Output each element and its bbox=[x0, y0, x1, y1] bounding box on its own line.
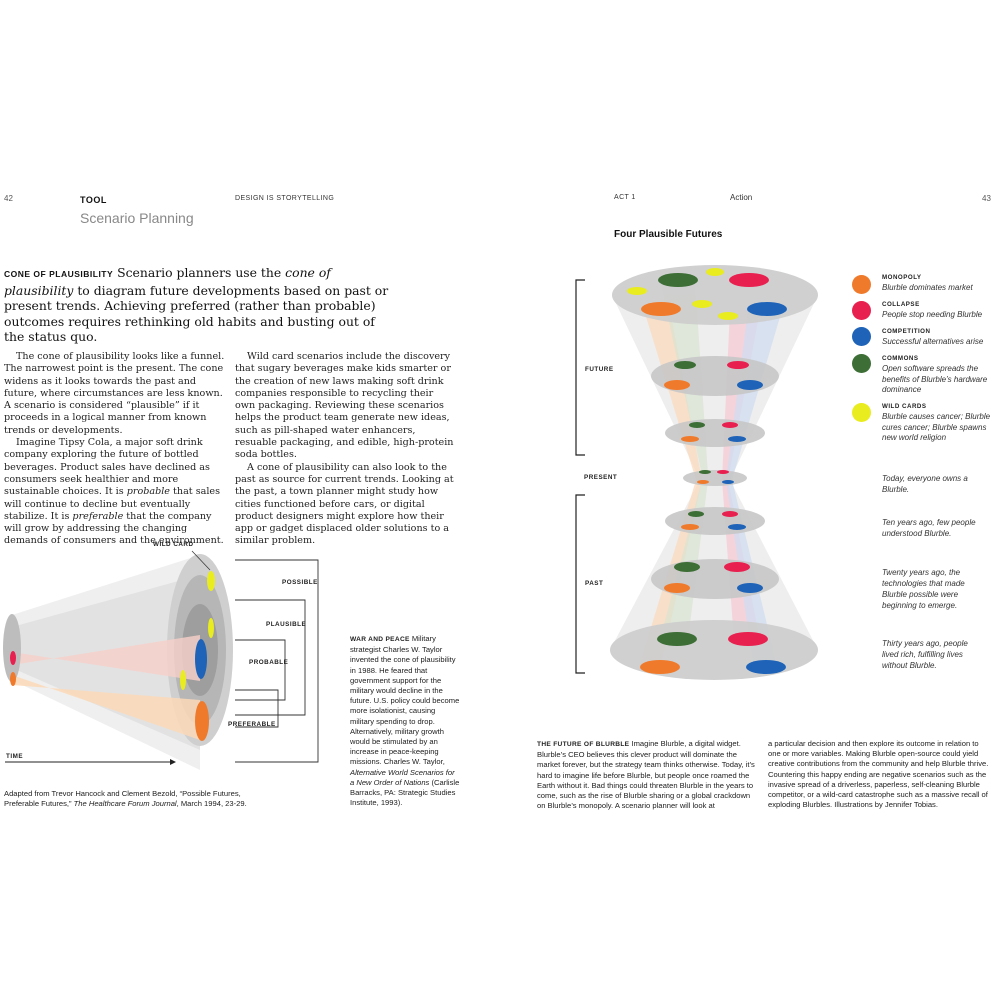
plausible-dot bbox=[208, 618, 214, 638]
note-twenty-years: Twenty years ago, the technologies that … bbox=[882, 568, 965, 610]
plausible-label: PLAUSIBLE bbox=[266, 621, 307, 628]
act-label: ACT 1 bbox=[614, 194, 636, 201]
body-column-2: Wild card scenarios include the discover… bbox=[235, 351, 455, 548]
legend-monopoly-title: MONOPOLY bbox=[882, 274, 922, 281]
legend-commons-desc: Open software spreads the benefits of Bl… bbox=[882, 364, 988, 394]
preferable-dot bbox=[195, 701, 209, 741]
legend-collapse-title: COLLAPSE bbox=[882, 301, 920, 308]
preferable-label: PREFERABLE bbox=[228, 721, 276, 728]
possible-label: POSSIBLE bbox=[282, 579, 318, 586]
war-and-peace-sidebar: WAR AND PEACE Military strategist Charle… bbox=[350, 634, 460, 808]
col2-paragraph-2: A cone of plausibility can also look to … bbox=[235, 461, 454, 547]
probable-label: PROBABLE bbox=[249, 659, 289, 666]
col1-paragraph-1: The cone of plausibility looks like a fu… bbox=[4, 351, 225, 436]
commons-swatch bbox=[852, 354, 871, 373]
running-head: DESIGN IS STORYTELLING bbox=[235, 195, 335, 202]
wild-card-label: WILD CARD bbox=[153, 541, 194, 548]
legend-competition-desc: Successful alternatives arise bbox=[882, 337, 984, 346]
plausible-dot-2 bbox=[180, 670, 186, 690]
lead-smallcaps: cone of plausibility bbox=[4, 269, 114, 279]
time-label: TIME bbox=[6, 753, 24, 760]
note-thirty-years: Thirty years ago, people lived rich, ful… bbox=[882, 639, 968, 670]
apex-orange-dot bbox=[10, 672, 16, 686]
probable-dot bbox=[195, 639, 207, 679]
present-label: PRESENT bbox=[584, 474, 618, 481]
legend-collapse-desc: People stop needing Blurble bbox=[882, 310, 983, 319]
legend: MONOPOLY Blurble dominates market COLLAP… bbox=[850, 272, 995, 452]
monopoly-swatch bbox=[852, 275, 871, 294]
lead-em: cone of plausibility bbox=[4, 265, 331, 298]
source-credit: Adapted from Trevor Hancock and Clement … bbox=[4, 789, 247, 809]
preferable-beam bbox=[12, 675, 200, 740]
col2-paragraph-1: Wild card scenarios include the discover… bbox=[235, 351, 454, 461]
legend-wild-cards-title: WILD CARDS bbox=[882, 403, 927, 410]
left-folio: 42 bbox=[4, 194, 13, 203]
blurble-caption-col2: a particular decision and then explore i… bbox=[768, 739, 989, 810]
probable-beam bbox=[12, 635, 200, 681]
future-bracket-label: FUTURE bbox=[585, 366, 614, 373]
legend-commons-title: COMMONS bbox=[882, 355, 919, 362]
figure-title: Four Plausible Futures bbox=[614, 229, 723, 240]
note-ten-years: Ten years ago, few people understood Blu… bbox=[882, 518, 976, 538]
blurble-caption-col1: THE FUTURE OF BLURBLE Imagine Blurble, a… bbox=[537, 739, 755, 811]
competition-swatch bbox=[852, 327, 871, 346]
collapse-swatch bbox=[852, 301, 871, 320]
lead-text-2: to diagram future developments based on … bbox=[4, 282, 389, 345]
legend-monopoly-desc: Blurble dominates market bbox=[882, 283, 973, 292]
lead-paragraph: cone of plausibility Scenario planners u… bbox=[4, 265, 396, 345]
body-column-1: The cone of plausibility looks like a fu… bbox=[4, 351, 226, 548]
legend-wild-cards-desc: Blurble causes cancer; Blurble cures can… bbox=[882, 412, 991, 442]
cone-apex bbox=[3, 614, 21, 682]
apex-red-dot bbox=[10, 651, 16, 665]
lead-text-1: Scenario planners use the bbox=[113, 265, 286, 280]
right-folio: 43 bbox=[982, 194, 991, 203]
four-futures-hourglass bbox=[575, 265, 818, 680]
note-today: Today, everyone owns a Blurble. bbox=[882, 474, 968, 494]
wild-cards-swatch bbox=[852, 403, 871, 422]
section-title: Scenario Planning bbox=[80, 210, 194, 226]
col1-paragraph-2: Imagine Tipsy Cola, a major soft drink c… bbox=[4, 437, 224, 547]
wild-card-dot bbox=[207, 571, 215, 591]
cone-of-plausibility-diagram bbox=[3, 550, 319, 770]
section-label: TOOL bbox=[80, 195, 107, 205]
legend-competition-title: COMPETITION bbox=[882, 328, 931, 335]
past-bracket-label: PAST bbox=[585, 580, 604, 587]
act-title: Action bbox=[730, 193, 753, 202]
